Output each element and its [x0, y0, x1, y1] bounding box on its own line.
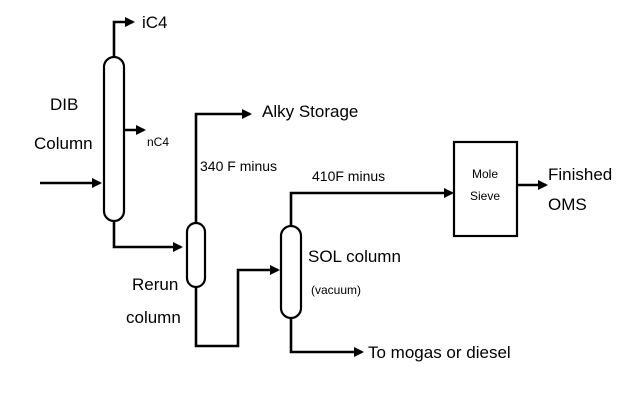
ic4-outlet-line — [112, 17, 135, 60]
to-mogas-label: To mogas or diesel — [368, 343, 511, 362]
ic4-label: iC4 — [142, 13, 168, 32]
dib-column — [102, 55, 126, 223]
rerun-label-line2: column — [126, 308, 181, 327]
sol-column-label: SOL column — [308, 247, 401, 266]
nc4-label: nC4 — [147, 135, 169, 149]
finished-label-line2: OMS — [548, 195, 587, 214]
mole-sieve-box — [452, 140, 519, 238]
mole-label-line2: Sieve — [470, 189, 500, 203]
mole-label-line1: Mole — [472, 167, 498, 181]
alky-storage-label: Alky Storage — [262, 102, 358, 121]
f340-minus-label: 340 F minus — [200, 158, 277, 174]
dib-bottoms-line — [112, 218, 183, 252]
vacuum-label: (vacuum) — [311, 283, 361, 297]
sol-column — [279, 224, 303, 320]
sol-bottoms-line — [289, 315, 364, 357]
alky-storage-line — [194, 109, 252, 226]
dib-label-line1: DIB — [50, 95, 78, 114]
rerun-bottoms-line — [194, 265, 280, 348]
f410-minus-label: 410F minus — [312, 168, 385, 184]
finished-label-line1: Finished — [548, 165, 612, 184]
rerun-label-line1: Rerun — [132, 275, 178, 294]
sol-overhead-line — [289, 188, 454, 229]
rerun-column — [185, 221, 207, 289]
dib-label-line2: Column — [34, 134, 93, 153]
